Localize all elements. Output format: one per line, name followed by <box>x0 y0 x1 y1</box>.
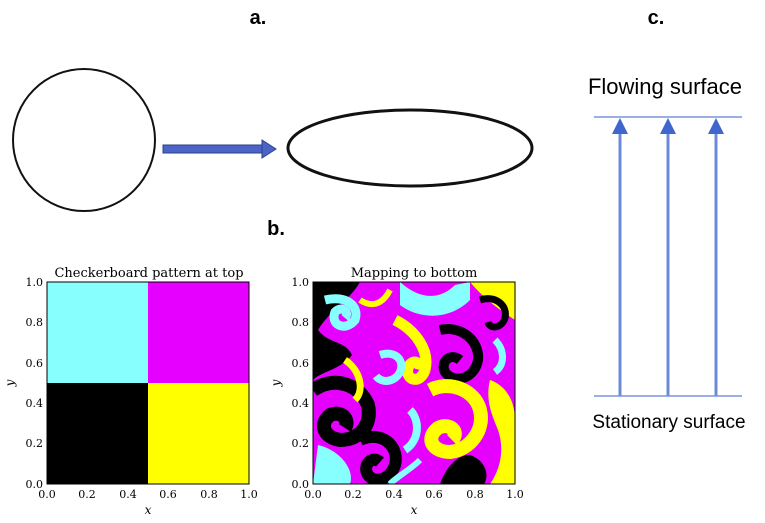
x-tick-label: 0.0 <box>38 488 56 501</box>
flow-arrow-head <box>708 118 724 134</box>
panel-c: Flowing surface Stationary surface <box>588 74 746 433</box>
flow-arrow-head <box>660 118 676 134</box>
y-tick-label: 0.0 <box>292 478 310 491</box>
x-tick-label: 0.4 <box>119 488 137 501</box>
flowing-surface-label: Flowing surface <box>588 74 742 99</box>
panel-a <box>12 68 534 212</box>
y-tick-label: 1.0 <box>26 276 44 289</box>
flow-arrows <box>612 118 724 396</box>
stationary-surface-label: Stationary surface <box>592 412 745 433</box>
mapping-plot: Mapping to bottom 0.0 0.2 <box>269 266 524 517</box>
x-tick-label: 1.0 <box>506 488 524 501</box>
y-axis-label: y <box>3 379 17 387</box>
circle-shape <box>12 68 156 212</box>
y-tick-labels: 0.0 0.2 0.4 0.6 0.8 1.0 <box>292 276 310 491</box>
plot-frame <box>46 281 250 485</box>
x-tick-label: 0.8 <box>466 488 484 501</box>
flow-arrow-head <box>612 118 628 134</box>
deformation-arrow <box>162 139 277 159</box>
plot-frame <box>312 281 516 485</box>
x-tick-label: 1.0 <box>240 488 258 501</box>
x-tick-labels: 0.0 0.2 0.4 0.6 0.8 1.0 <box>304 488 524 501</box>
panel-label-c: c. <box>648 7 665 29</box>
checkerboard-plot: Checkerboard pattern at top 0.0 0.2 0.4 … <box>3 266 258 517</box>
x-tick-labels: 0.0 0.2 0.4 0.6 0.8 1.0 <box>38 488 258 501</box>
quadrant-top-left <box>47 282 148 383</box>
plot-title: Checkerboard pattern at top <box>54 266 243 281</box>
x-axis-label: x <box>145 503 152 517</box>
quadrant-bottom-left <box>47 383 148 484</box>
x-tick-label: 0.2 <box>78 488 96 501</box>
panel-label-a: a. <box>250 7 267 29</box>
x-axis-label: x <box>411 503 418 517</box>
y-tick-label: 0.8 <box>292 316 310 329</box>
x-tick-label: 0.0 <box>304 488 322 501</box>
y-axis-label: y <box>269 379 283 387</box>
mixing-pattern <box>313 282 515 484</box>
x-tick-label: 0.6 <box>425 488 443 501</box>
y-tick-label: 0.4 <box>292 397 310 410</box>
x-tick-label: 0.8 <box>200 488 218 501</box>
ellipse-shape <box>286 108 534 188</box>
y-tick-label: 0.0 <box>26 478 44 491</box>
panel-label-b: b. <box>267 218 285 240</box>
plot-title: Mapping to bottom <box>351 266 478 281</box>
y-tick-label: 0.6 <box>292 357 310 370</box>
quadrant-top-right <box>148 282 249 383</box>
y-tick-label: 1.0 <box>292 276 310 289</box>
y-tick-label: 0.4 <box>26 397 44 410</box>
x-tick-label: 0.6 <box>159 488 177 501</box>
y-tick-labels: 0.0 0.2 0.4 0.6 0.8 1.0 <box>26 276 44 491</box>
y-tick-label: 0.2 <box>26 437 44 450</box>
y-tick-label: 0.8 <box>26 316 44 329</box>
quadrant-bottom-right <box>148 383 249 484</box>
x-tick-label: 0.2 <box>344 488 362 501</box>
y-tick-label: 0.2 <box>292 437 310 450</box>
y-tick-label: 0.6 <box>26 357 44 370</box>
x-tick-label: 0.4 <box>385 488 403 501</box>
